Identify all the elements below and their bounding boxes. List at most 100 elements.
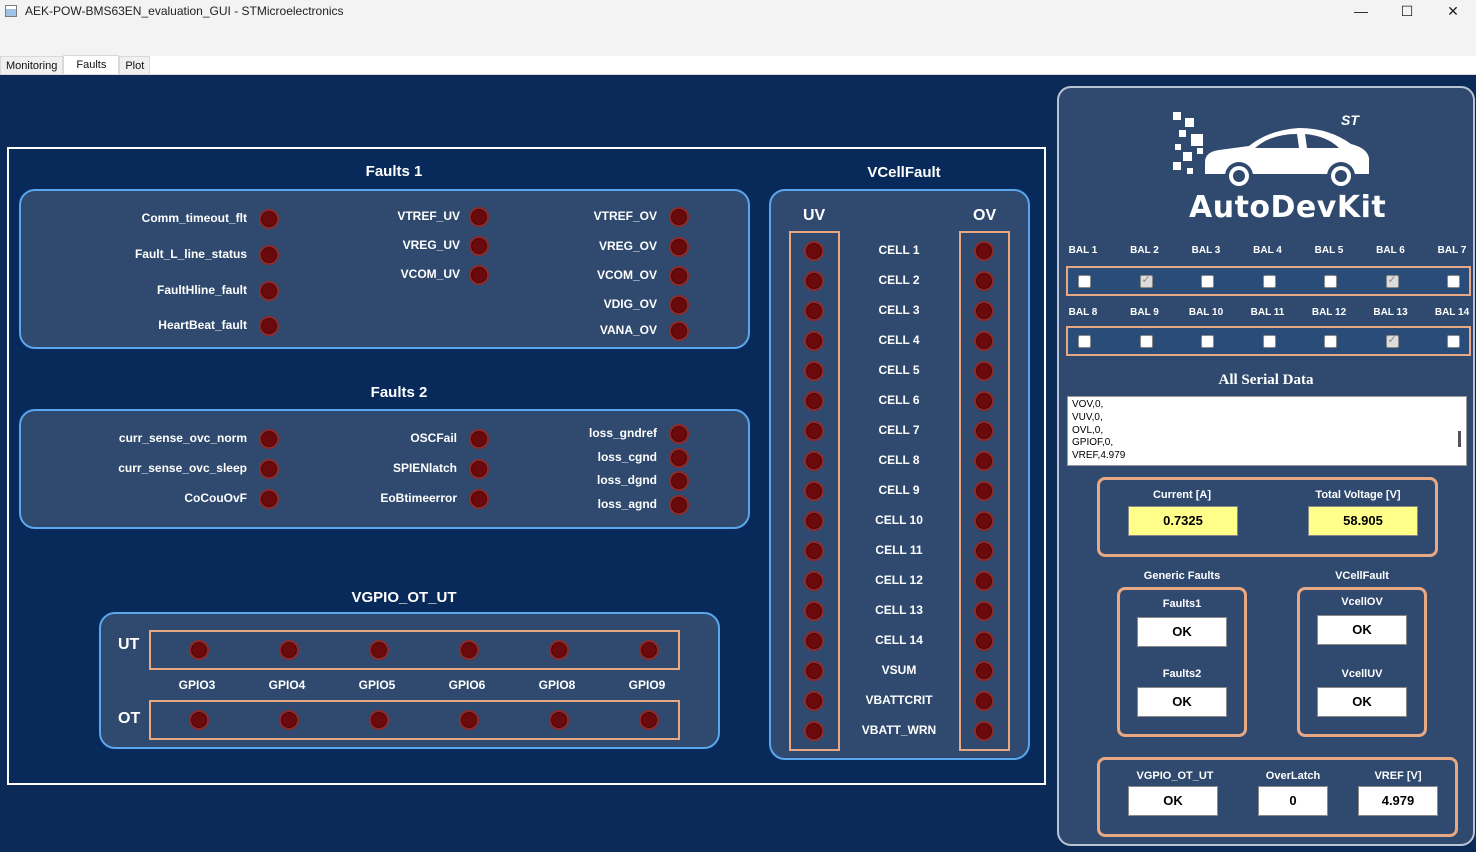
fault-label: EoBtimeerror: [380, 491, 457, 505]
ut-gpio-led: [189, 640, 209, 660]
bal-checkbox[interactable]: [1262, 335, 1276, 348]
bal-checkbox[interactable]: [1139, 335, 1153, 348]
vgpio-title: VGPIO_OT_UT: [351, 589, 457, 606]
ov-cell-led: [974, 541, 994, 561]
bal-label: BAL 9: [1130, 307, 1159, 318]
ot-led-row: [149, 700, 680, 740]
bal-checkbox[interactable]: [1201, 275, 1214, 288]
bal-label: BAL 7: [1437, 245, 1467, 256]
ov-led-column: [959, 231, 1010, 751]
bal-checkbox[interactable]: [1385, 273, 1399, 288]
fault-label: loss_gndref: [588, 426, 657, 440]
uv-cell-led: [804, 391, 824, 411]
ov-cell-led: [974, 511, 994, 531]
tab-monitoring[interactable]: Monitoring: [0, 56, 64, 75]
bal-checkbox[interactable]: [1447, 335, 1460, 348]
fault-indicator-led: [469, 459, 489, 479]
bal-checkbox[interactable]: [1324, 335, 1337, 348]
ot-gpio-led: [549, 710, 569, 730]
vcell-summary-frame: VcellOV OK VcellUV OK: [1297, 587, 1427, 737]
cell-label: CELL 6: [878, 393, 920, 407]
fault-label: VREG_UV: [402, 238, 460, 252]
fault-indicator-led: [669, 207, 689, 227]
faults2-title: Faults 2: [370, 384, 428, 401]
bal-checkbox[interactable]: [1078, 275, 1091, 288]
faults1-status-label: Faults1: [1162, 598, 1202, 610]
serial-scrollbar[interactable]: [1458, 431, 1461, 447]
ov-cell-led: [974, 271, 994, 291]
fault-label: VCOM_UV: [400, 267, 460, 281]
maximize-button[interactable]: ☐: [1400, 2, 1414, 19]
fault-indicator-led: [259, 245, 279, 265]
ot-gpio-led: [369, 710, 389, 730]
st-logo: ST: [1341, 112, 1359, 128]
ut-label: UT: [118, 636, 140, 653]
minimize-button[interactable]: —: [1354, 3, 1368, 19]
ov-cell-led: [974, 691, 994, 711]
fault-label: VREG_OV: [598, 239, 657, 253]
uv-cell-led: [804, 271, 824, 291]
bal-label: BAL 10: [1188, 307, 1224, 318]
vcell-ov-value: OK: [1317, 615, 1407, 645]
generic-faults-frame: Faults1 OK Faults2 OK: [1117, 587, 1247, 737]
bal-checkbox[interactable]: [1324, 275, 1337, 288]
bal-label: BAL 13: [1373, 307, 1408, 318]
fault-label: OSCFail: [410, 431, 457, 445]
bal-checkbox[interactable]: [1201, 335, 1214, 348]
ov-cell-led: [974, 631, 994, 651]
fault-label: VCOM_OV: [596, 268, 657, 282]
tab-divider: [0, 74, 1476, 75]
faults2-status-label: Faults2: [1162, 668, 1202, 680]
bal-checkbox[interactable]: [1078, 335, 1091, 348]
bal-checkbox-row2: [1066, 326, 1471, 356]
bal-checkbox[interactable]: [1262, 275, 1276, 288]
serial-line: GPIOF,0,: [1072, 437, 1114, 449]
fault-label: HeartBeat_fault: [158, 318, 247, 332]
car-logo-icon: [1173, 112, 1369, 190]
gpio-label: GPIO5: [358, 678, 396, 692]
bal-label: BAL 12: [1311, 307, 1347, 318]
fault-indicator-led: [669, 321, 689, 341]
bal-checkbox[interactable]: [1447, 275, 1460, 288]
gpio-label: GPIO3: [178, 678, 216, 692]
uv-cell-led: [804, 541, 824, 561]
cell-label: VBATTCRIT: [865, 693, 933, 707]
gpio-label: GPIO6: [448, 678, 486, 692]
gpio-label: GPIO9: [628, 678, 666, 692]
gpio-label: GPIO4: [268, 678, 306, 692]
tab-faults[interactable]: Faults: [63, 55, 120, 75]
bal-checkbox[interactable]: [1139, 273, 1153, 288]
fault-label: FaultHline_fault: [156, 283, 247, 297]
fault-indicator-led: [669, 266, 689, 286]
bal-checkbox[interactable]: [1385, 333, 1399, 348]
fault-indicator-led: [669, 424, 689, 444]
ov-cell-led: [974, 301, 994, 321]
fault-indicator-led: [469, 207, 489, 227]
vref-value: 4.979: [1358, 786, 1438, 816]
cell-label: CELL 7: [878, 423, 920, 437]
vref-label: VREF [V]: [1374, 770, 1422, 782]
cell-label: CELL 4: [878, 333, 920, 347]
cell-label: VBATT_WRN: [861, 723, 937, 737]
app-icon: [5, 5, 17, 17]
serial-data-textbox[interactable]: VOV,0,VUV,0,OVL,0,GPIOF,0,VREF,4.979: [1067, 396, 1467, 466]
cell-label: CELL 3: [878, 303, 920, 317]
fault-indicator-led: [259, 429, 279, 449]
vcell-summary-title: VCellFault: [1335, 570, 1389, 582]
serial-data-title: All Serial Data: [1218, 372, 1314, 388]
title-bar: AEK-POW-BMS63EN_evaluation_GUI - STMicro…: [0, 0, 1476, 22]
ov-cell-led: [974, 421, 994, 441]
ot-gpio-led: [279, 710, 299, 730]
bal-checkbox-row1: [1066, 266, 1471, 296]
close-button[interactable]: ✕: [1447, 2, 1459, 19]
cell-label: CELL 1: [878, 243, 920, 257]
cell-label: CELL 5: [878, 363, 920, 377]
bottom-status-frame: VGPIO_OT_UT OK OverLatch 0 VREF [V] 4.97…: [1097, 757, 1458, 837]
measurements-frame: Current [A] 0.7325 Total Voltage [V] 58.…: [1097, 477, 1438, 557]
fault-indicator-led: [259, 281, 279, 301]
cell-label: CELL 12: [875, 573, 923, 587]
cell-label: CELL 8: [878, 453, 920, 467]
tab-plot[interactable]: Plot: [119, 56, 151, 75]
